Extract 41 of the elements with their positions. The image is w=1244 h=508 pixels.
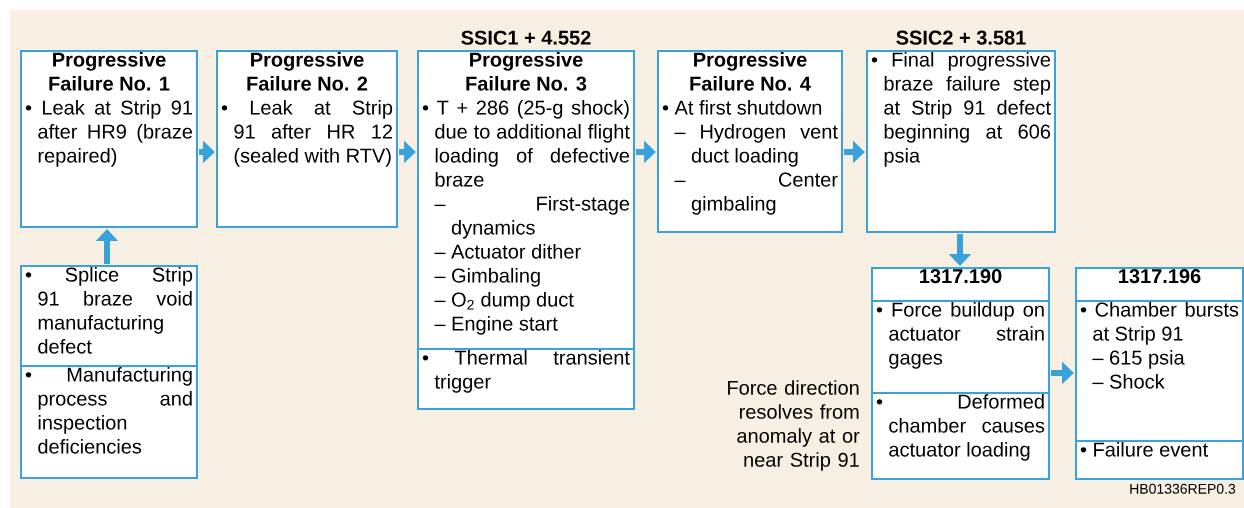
- bullet-item: • Deformed chamber causes actuator loading: [876, 394, 1045, 461]
- process-box: [866, 50, 1056, 233]
- sub-item: – Actuator dither: [434, 244, 581, 259]
- bullet-item: • Force buildup on actuator strain gages: [876, 302, 1044, 369]
- sub-item: – First-stage dynamics: [434, 196, 630, 239]
- side-note: Force direction resolves from anomaly at or near Strip 91: [728, 380, 860, 471]
- box-heading: Progressive Failure No. 4: [690, 52, 811, 91]
- sub-item: – Center gimbaling: [674, 172, 838, 215]
- sub-item: – 615 psia: [1092, 350, 1185, 369]
- process-box: [1075, 440, 1244, 480]
- box-heading: 1317.190: [920, 269, 1002, 284]
- bullet-item: • T + 286 (25-g shock) due to additional flight loading of defective braze: [422, 100, 630, 187]
- header-cell: [1075, 267, 1244, 302]
- process-box: [20, 365, 198, 479]
- bullet-item: • Leak at Strip 91 after HR9 (braze repaired): [25, 100, 193, 167]
- bullet-item: • Final progressive braze failure step at Strip 91 defect beginning at 606 psia: [871, 52, 1051, 167]
- process-box: [216, 50, 398, 228]
- process-box: [417, 348, 635, 410]
- header-cell: [871, 267, 1050, 302]
- process-box: [20, 265, 198, 367]
- box-heading: Progressive Failure No. 1: [49, 52, 170, 91]
- sub-item: – Hydrogen vent duct loading: [674, 124, 838, 167]
- bullet-item: • Manufacturing process and inspection deficiencies: [25, 367, 192, 454]
- box-heading: 1317.196: [1119, 269, 1201, 284]
- bullet-item: • Chamber bursts at Strip 91: [1080, 302, 1239, 345]
- time-label: SSIC2 + 3.581: [896, 30, 1026, 45]
- bullet-item: • Leak at Strip 91 after HR 12 (sealed with RTV): [221, 100, 393, 167]
- bullet-item: • Thermal transient trigger: [422, 350, 630, 393]
- bullet-item: • At first shutdown: [662, 100, 822, 115]
- sub-item: – O$_{2}$ dump duct: [434, 292, 574, 311]
- sub-item: – Engine start: [434, 316, 558, 335]
- sub-item: – Shock: [1092, 374, 1165, 389]
- box-heading: Progressive Failure No. 3: [466, 52, 587, 91]
- bullet-item: • Splice Strip 91 braze void manufacturing defect: [25, 267, 193, 354]
- box-heading: Progressive Failure No. 2: [247, 52, 368, 91]
- time-label: SSIC1 + 4.552: [461, 30, 591, 45]
- process-box: [871, 392, 1050, 480]
- sub-item: – Gimbaling: [434, 268, 540, 287]
- bullet-item: • Failure event: [1080, 442, 1208, 457]
- process-box: [657, 50, 843, 233]
- process-box: [20, 50, 198, 228]
